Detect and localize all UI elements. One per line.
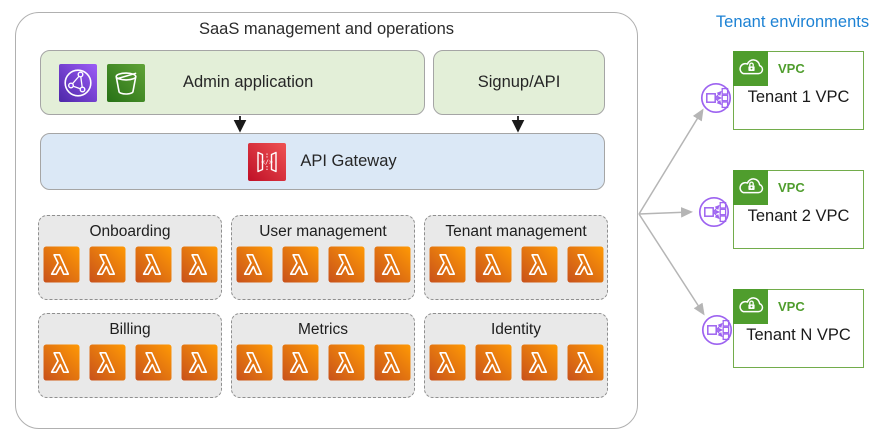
group-label: Identity [491, 321, 541, 338]
group-onboarding: Onboarding [38, 215, 222, 300]
signup-api-box: Signup/API [433, 50, 605, 115]
lambda-icon [567, 344, 603, 381]
arrow-to-tenant-2 [638, 207, 693, 218]
lambda-icon [135, 246, 171, 283]
group-label: User management [259, 223, 387, 240]
lambda-icon [236, 246, 272, 283]
lambda-icon [89, 246, 125, 283]
group-label: Tenant management [445, 223, 587, 240]
lambda-row [429, 344, 604, 381]
lambda-icon [43, 246, 79, 283]
group-tenant-management: Tenant management [424, 215, 608, 300]
tenant-2-vpc-box: VPC Tenant 2 VPC [732, 169, 864, 249]
s3-bucket-icon [107, 63, 145, 102]
lambda-icon [521, 344, 557, 381]
lambda-icon [429, 344, 465, 381]
group-identity: Identity [424, 313, 608, 398]
lambda-icon [89, 344, 125, 381]
lambda-row [43, 344, 218, 381]
lambda-icon [521, 246, 557, 283]
vpc-tag: VPC [778, 180, 805, 195]
api-gateway-box: </> API Gateway [40, 133, 605, 190]
tenant-label: Tenant N VPC [746, 326, 851, 344]
vpc-tag: VPC [778, 299, 805, 314]
vpc-routing-icon [698, 196, 730, 228]
lambda-row [236, 344, 411, 381]
lambda-icon [328, 344, 364, 381]
lambda-icon [429, 246, 465, 283]
vpc-cloud-lock-icon [732, 50, 768, 86]
group-user-management: User management [231, 215, 415, 300]
lambda-row [43, 246, 218, 283]
group-metrics: Metrics [231, 313, 415, 398]
group-billing: Billing [38, 313, 222, 398]
vpc-routing-icon [701, 314, 733, 346]
lambda-icon [282, 246, 318, 283]
lambda-icon [135, 344, 171, 381]
vpc-cloud-lock-icon [732, 169, 768, 205]
signup-api-label: Signup/API [477, 73, 561, 91]
api-gateway-label: API Gateway [300, 152, 397, 170]
cloudfront-icon [59, 63, 97, 102]
lambda-icon [374, 344, 410, 381]
lambda-icon [282, 344, 318, 381]
lambda-icon [181, 246, 217, 283]
tenant-label: Tenant 2 VPC [747, 207, 850, 225]
svg-text:</>: </> [261, 158, 273, 166]
vpc-tag: VPC [778, 61, 805, 76]
lambda-icon [567, 246, 603, 283]
lambda-icon [181, 344, 217, 381]
group-label: Billing [109, 321, 151, 338]
admin-application-box: Admin application [40, 50, 425, 115]
saas-box-title: SaaS management and operations [198, 20, 454, 38]
lambda-row [236, 246, 411, 283]
lambda-icon [475, 246, 511, 283]
admin-application-label: Admin application [183, 73, 314, 91]
lambda-icon [374, 246, 410, 283]
tenant-environments-title: Tenant environments [715, 13, 870, 31]
group-label: Onboarding [89, 223, 171, 240]
arrow-to-tenant-1 [638, 108, 704, 215]
lambda-icon [43, 344, 79, 381]
tenant-label: Tenant 1 VPC [747, 88, 850, 106]
lambda-groups-grid: Onboarding User management Tenant [38, 215, 608, 398]
api-gateway-icon: </> [248, 142, 287, 181]
vpc-cloud-lock-icon [732, 288, 768, 324]
tenant-1-vpc-box: VPC Tenant 1 VPC [732, 50, 864, 130]
lambda-icon [236, 344, 272, 381]
lambda-icon [475, 344, 511, 381]
group-label: Metrics [298, 321, 348, 338]
lambda-icon [328, 246, 364, 283]
tenant-n-vpc-box: VPC Tenant N VPC [732, 288, 864, 368]
lambda-row [429, 246, 604, 283]
vpc-routing-icon [700, 82, 732, 114]
